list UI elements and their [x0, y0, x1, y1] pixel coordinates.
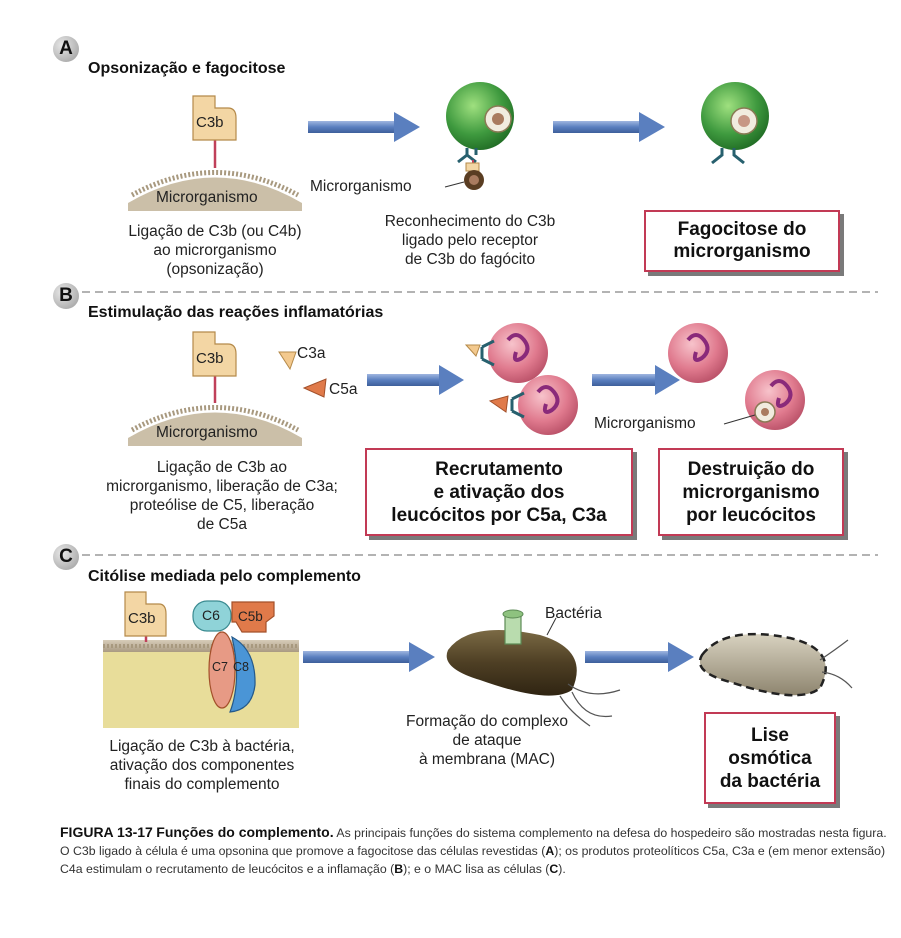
panel-a-description: Ligação de C3b (ou C4b) ao microrganismo… [95, 222, 335, 279]
result-b2-line-3: por leucócitos [686, 504, 816, 526]
panel-a-mid-line-1: Reconhecimento do C3b [384, 213, 556, 230]
bacterium-mac [446, 609, 621, 727]
panel-c-desc-line-2: ativação dos componentes [109, 757, 295, 774]
caption-figure-number: FIGURA 13-17 [60, 824, 153, 840]
result-b1-line-3: leucócitos por C5a, C3a [391, 504, 607, 526]
c7-label: C7 [212, 660, 228, 674]
result-b1-line-2: e ativação dos [433, 481, 565, 503]
panel-b-title: Estimulação das reações inflamatórias [88, 304, 384, 321]
panel-a-desc-line-3: (opsonização) [166, 261, 264, 278]
panel-a-title: Opsonização e fagocitose [88, 60, 286, 77]
microbe-label-a: Microrganismo [310, 178, 412, 195]
panel-a-desc-line-1: Ligação de C3b (ou C4b) [128, 223, 302, 240]
c8-protein [229, 635, 256, 713]
result-b2-line-2: microrganismo [682, 481, 820, 503]
c6-label: C6 [202, 607, 220, 623]
panel-a-desc-line-2: ao microrganismo [153, 242, 277, 259]
panel-c-desc-line-3: finais do complemento [124, 776, 280, 793]
c6-protein [192, 600, 232, 632]
bacteria-label: Bactéria [545, 605, 602, 622]
panel-c-desc-line-1: Ligação de C3b à bactéria, [109, 738, 295, 755]
c3b-label-b: C3b [196, 350, 224, 367]
panel-a-mid-line-3: de C3b do fagócito [404, 251, 536, 268]
result-b2-line-1: Destruição do [687, 458, 815, 480]
panel-c-mid-description: Formação do complexo de ataque à membran… [372, 712, 602, 769]
c3b-protein-a [192, 95, 237, 141]
result-b1-line-1: Recrutamento [435, 458, 563, 480]
panel-b-letter: B [53, 283, 79, 309]
caption-ref-c: C [549, 862, 559, 876]
membrane-label-b: Microrganismo [156, 424, 258, 441]
arrow-c2 [585, 642, 694, 672]
caption-ref-b: B [394, 862, 404, 876]
result-a-line-1: Fagocitose do [677, 219, 807, 240]
c3b-label-a: C3b [196, 114, 224, 131]
caption-text-1: As principais funções do sistema complem… [60, 826, 887, 858]
arrow-a1 [308, 112, 420, 142]
result-box-b1: Recrutamento e ativação dos leucócitos p… [365, 448, 633, 536]
c3a-label: C3a [297, 345, 326, 362]
panel-c-mid-line-3: à membrana (MAC) [418, 751, 556, 768]
caption-figure-title: Funções do complemento. [156, 824, 334, 840]
c3b-protein-c [124, 591, 167, 637]
c5a-fragment [302, 378, 327, 398]
lysed-bacterium [698, 632, 853, 697]
phagocyte-a1 [444, 82, 514, 190]
panel-a-letter: A [53, 36, 79, 62]
c5a-label: C5a [329, 381, 358, 398]
panel-b-description: Ligação de C3b ao microrganismo, liberaç… [92, 458, 352, 534]
panel-b-desc-line-1: Ligação de C3b ao [156, 459, 288, 476]
c5b-protein [231, 601, 275, 633]
c7-protein [208, 631, 236, 709]
caption-text-2: ); os produtos proteolíticos C5a, C3a e … [60, 844, 886, 876]
panel-c-mid-line-2: de ataque [452, 732, 522, 749]
panel-a-mid-line-2: ligado pelo receptor [401, 232, 539, 249]
caption-text-4: ). [558, 862, 566, 876]
result-box-b2: Destruição do microrganismo por leucócit… [658, 448, 844, 536]
caption-text-3: ); e o MAC lisa as células ( [403, 862, 550, 876]
arrow-c1 [303, 642, 435, 672]
bacterial-cell-c [103, 650, 299, 728]
panel-c-description: Ligação de C3b à bactéria, ativação dos … [82, 737, 322, 794]
arrow-b1 [367, 365, 464, 395]
panel-c-mid-line-1: Formação do complexo [406, 713, 568, 730]
panel-a-mid-description: Reconhecimento do C3b ligado pelo recept… [355, 212, 585, 269]
arrow-a2 [553, 112, 665, 142]
panel-c-letter: C [53, 544, 79, 570]
arrow-b2 [592, 365, 680, 395]
caption-ref-a: A [545, 844, 555, 858]
result-box-a: Fagocitose do microrganismo [644, 210, 840, 272]
panel-b-desc-line-4: de C5a [197, 516, 247, 533]
result-box-c: Lise osmótica da bactéria [704, 712, 836, 804]
panel-b-desc-line-3: proteólise de C5, liberação [129, 497, 315, 514]
neutrophil-b1-top [464, 323, 548, 383]
microorganism-membrane-b [128, 412, 302, 446]
c5b-label: C5b [238, 609, 263, 624]
membrane-label-a: Microrganismo [156, 189, 258, 206]
neutrophil-b2-bottom [723, 370, 805, 430]
figure-caption: FIGURA 13-17 Funções do complemento. As … [60, 823, 890, 878]
phagocyte-a2 [701, 82, 769, 165]
result-a-line-2: microrganismo [673, 241, 811, 262]
microorganism-membrane-a [128, 177, 302, 211]
c3b-label-c: C3b [128, 610, 156, 627]
c3a-fragment [278, 351, 297, 371]
result-c-line-3: da bactéria [719, 770, 821, 792]
c8-label: C8 [233, 660, 249, 674]
result-c-line-1: Lise [750, 724, 789, 746]
c3b-protein-b [192, 331, 237, 377]
microbe-label-b: Microrganismo [594, 415, 696, 432]
result-c-line-2: osmótica [728, 747, 812, 769]
neutrophil-b1-bottom [488, 375, 578, 435]
neutrophil-b2-top [668, 323, 728, 383]
panel-b-desc-line-2: microrganismo, liberação de C3a; [106, 478, 338, 495]
panel-c-title: Citólise mediada pelo complemento [88, 568, 361, 585]
